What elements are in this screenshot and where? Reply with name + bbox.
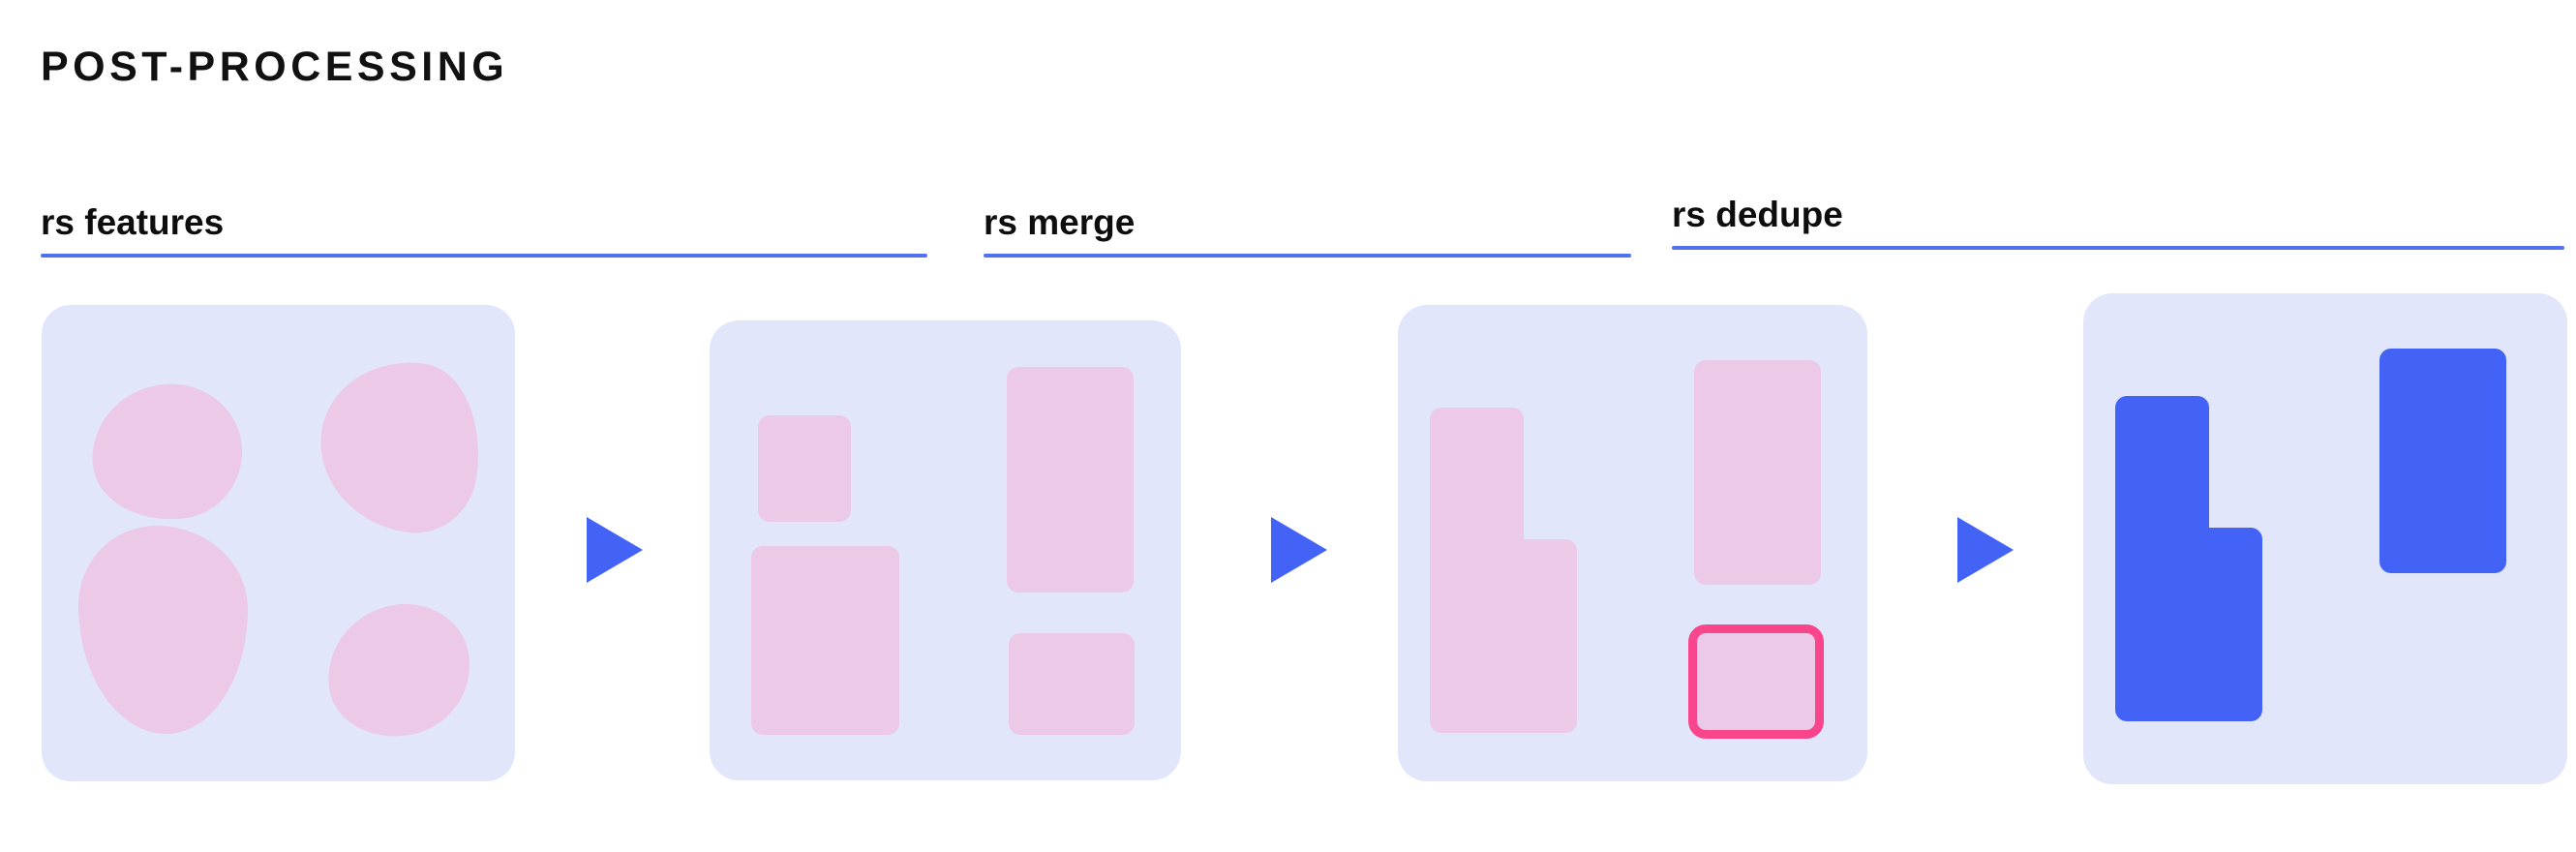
dedupe-output-panel [2083,293,2567,784]
final-merged-box-part [2115,528,2262,721]
stage-rule-merge [984,254,1631,258]
arrow-right-icon [587,517,643,583]
bounding-box [758,415,851,522]
stage-header-features: rs features [41,170,927,258]
feature-blob [317,593,481,747]
merge-panel [710,320,1181,780]
arrow-right-icon [1271,517,1327,583]
arrow-right-icon [1957,517,2014,583]
feature-blob [78,526,248,734]
stage-label-dedupe: rs dedupe [1672,195,1843,234]
duplicate-box-highlight [1688,624,1824,739]
feature-blob [309,350,492,541]
final-bounding-box [2379,349,2506,573]
stage-rule-features [41,254,927,258]
bounding-box [751,546,899,735]
stage-header-merge: rs merge [984,170,1631,258]
bounding-box [1009,633,1135,735]
stage-rule-dedupe [1672,246,2564,250]
features-panel [42,305,515,781]
bounding-box [1694,360,1821,585]
stage-header-dedupe: rs dedupe [1672,163,2564,250]
bounding-box [1007,367,1134,593]
merged-box-part [1430,539,1577,733]
stage-label-merge: rs merge [984,202,1136,242]
page-title: POST-PROCESSING [41,44,509,90]
stage-label-features: rs features [41,202,225,242]
dedupe-input-panel [1398,305,1867,781]
feature-blob [85,377,249,528]
